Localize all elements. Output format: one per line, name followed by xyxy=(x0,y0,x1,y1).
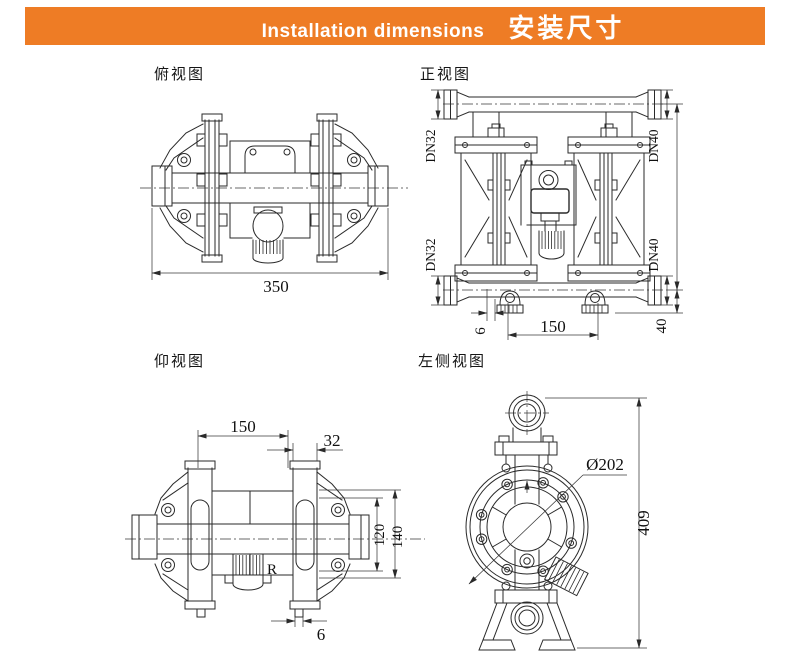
dim-foot-spacing-150: 150 xyxy=(540,317,566,336)
dim-port-top-left-dn32: DN32 xyxy=(423,130,438,163)
bottom-view-muffler-ribs xyxy=(235,555,261,575)
bottom-view-dim-lines xyxy=(197,430,401,627)
left-view-bottom-port-and-feet xyxy=(478,549,576,651)
left-view-flange-bolts xyxy=(475,477,577,577)
bottom-view-drawing: 150 32 120 140 R 6 xyxy=(125,417,425,644)
dim-port-spacing-150: 150 xyxy=(230,417,256,436)
front-view-air-valve xyxy=(520,160,577,226)
header-title-zh: 安装尺寸 xyxy=(508,12,625,43)
front-view-drawing: DN32 DN40 DN32 DN40 6 150 40 xyxy=(423,89,683,340)
dim-port-bottom-right-dn40: DN40 xyxy=(646,238,661,271)
header-title-en: Installation dimensions xyxy=(261,20,485,42)
dim-overall-width-350: 350 xyxy=(263,277,289,296)
dim-port-top-right-dn40: DN40 xyxy=(646,129,661,162)
left-view-dim-lines xyxy=(468,397,647,649)
top-view-muffler-ribs xyxy=(255,240,281,254)
front-view-chamber-bodies xyxy=(460,152,645,266)
header-title-group: Installation dimensions 安装尺寸 xyxy=(262,8,625,45)
front-view-top-pipe xyxy=(443,89,662,120)
top-view-pipe xyxy=(151,165,389,207)
top-view-flange-stacks xyxy=(196,113,342,263)
dim-slot-width-6: 6 xyxy=(317,625,326,644)
view-label-front-view: 正视图 xyxy=(420,66,472,83)
front-view-muffler xyxy=(538,212,565,260)
dim-body-depth-120: 120 xyxy=(372,524,388,547)
bottom-view-muffler xyxy=(224,554,272,591)
bottom-view-center-body xyxy=(211,490,294,576)
front-view-manifold-columns xyxy=(454,111,651,282)
header-banner: Installation dimensions 安装尺寸 xyxy=(25,7,765,45)
top-view-center-body xyxy=(229,140,311,243)
dim-radius-mark-r: R xyxy=(267,562,277,578)
view-label-top-view: 俯视图 xyxy=(154,66,206,83)
dim-flange-diameter-202: Ø202 xyxy=(586,455,624,474)
dim-flange-width-32: 32 xyxy=(324,431,341,450)
dim-port-bottom-left-dn32: DN32 xyxy=(423,239,438,272)
dim-overall-depth-140: 140 xyxy=(390,526,406,549)
dim-base-height-40: 40 xyxy=(654,319,670,334)
view-label-bottom-view: 仰视图 xyxy=(154,353,206,370)
front-view-muffler-ribs xyxy=(541,231,562,249)
view-label-left-view: 左侧视图 xyxy=(418,353,487,370)
left-view-muffler xyxy=(543,556,589,597)
dim-overall-height-409: 409 xyxy=(634,510,653,536)
front-view-feet xyxy=(496,290,609,314)
dim-foot-offset-6: 6 xyxy=(473,327,489,335)
front-view-valve-body xyxy=(530,188,570,214)
left-view-flange-circle xyxy=(465,465,589,589)
front-view-centerlines xyxy=(443,103,667,291)
front-view-feet-ribs xyxy=(500,305,603,313)
front-view-dim-lines xyxy=(431,89,683,340)
left-view-port-centerlines xyxy=(505,391,549,435)
left-view-top-port xyxy=(494,394,558,505)
top-view-chambers xyxy=(159,123,379,253)
front-view-bottom-pipe xyxy=(443,275,662,306)
left-view-spokes xyxy=(491,506,563,569)
bottom-view-flange-stacks xyxy=(184,460,321,618)
top-view-muffler xyxy=(252,239,284,264)
top-view-drawing: 350 xyxy=(140,113,408,296)
left-side-view-drawing: Ø202 409 xyxy=(465,391,653,651)
top-view-dim-lines xyxy=(151,208,389,280)
